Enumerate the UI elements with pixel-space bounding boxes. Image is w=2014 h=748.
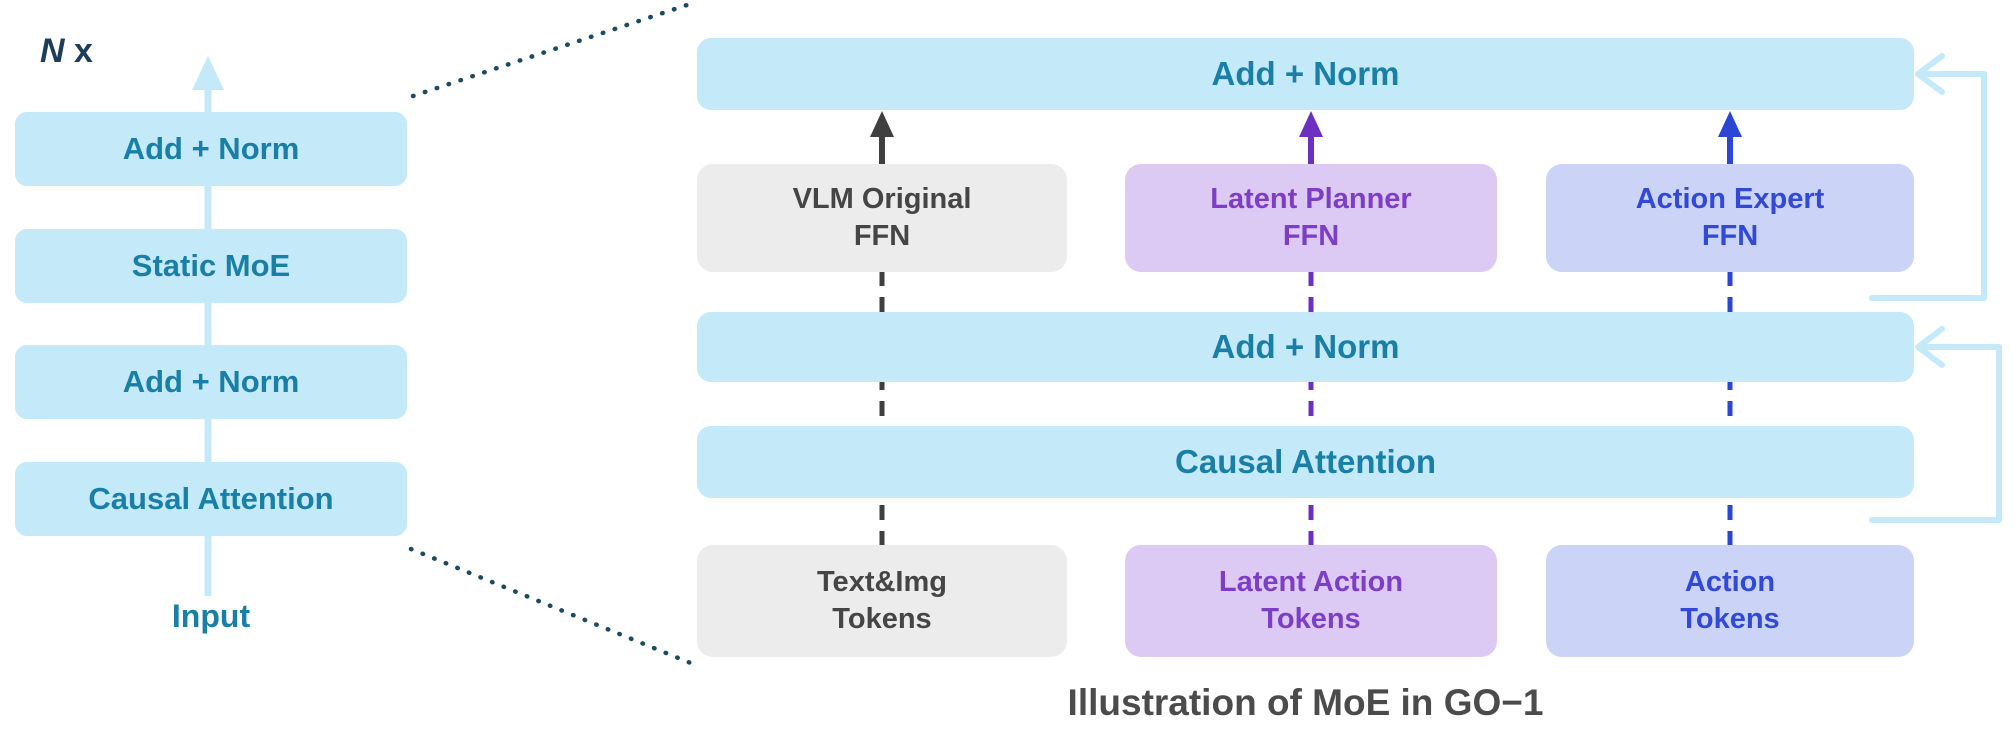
residual-skip-bottom-line [1869,344,2002,523]
vlm-original-ffn-label: VLM Original FFN [792,182,972,252]
left-block-add-norm-bottom: Add + Norm [15,345,407,419]
diagram-caption: Illustration of MoE in GO−1 [1067,682,1544,723]
latent-action-tokens-box: Latent Action Tokens [1125,545,1497,657]
causal-attention-label: Causal Attention [1175,442,1436,480]
left-block-label: Add + Norm [122,131,300,167]
residual-skip-top-arrowhead [1915,53,1945,95]
residual-skip-bottom-arrowhead [1915,326,1945,368]
residual-skip-top-line [1869,71,1987,301]
repeat-count-n: N [40,32,65,70]
vlm-original-ffn-box: VLM Original FFN [697,164,1067,272]
action-expert-ffn-box: Action Expert FFN [1546,164,1914,272]
action-tokens-label: Action Tokens [1680,565,1780,635]
textimg-tokens-box: Text&Img Tokens [697,545,1067,657]
left-block-add-norm-top: Add + Norm [15,112,407,186]
textimg-tokens-label: Text&Img Tokens [817,565,947,635]
latent-action-tokens-label: Latent Action Tokens [1218,565,1404,635]
left-block-static-moe: Static MoE [15,229,407,303]
left-block-label: Causal Attention [88,481,334,517]
top-add-norm-label: Add + Norm [1211,54,1400,92]
left-block-label: Add + Norm [122,364,300,400]
expansion-dotted-line-bottom [408,546,696,667]
mid-add-norm-bar: Add + Norm [697,312,1914,382]
action-tokens-box: Action Tokens [1546,545,1914,657]
left-block-label: Static MoE [131,248,291,284]
latent-planner-ffn-label: Latent Planner FFN [1210,182,1412,252]
top-add-norm-bar: Add + Norm [697,38,1914,110]
latent-planner-ffn-box: Latent Planner FFN [1125,164,1497,272]
repeat-count-label: N x [40,32,93,71]
left-block-causal-attention: Causal Attention [15,462,407,536]
repeat-count-x: x [64,32,93,70]
causal-attention-bar: Causal Attention [697,426,1914,498]
action-expert-ffn-label: Action Expert FFN [1635,182,1825,252]
mid-add-norm-label: Add + Norm [1211,327,1400,365]
expansion-dotted-line-top [410,0,696,99]
input-label: Input [171,598,251,634]
